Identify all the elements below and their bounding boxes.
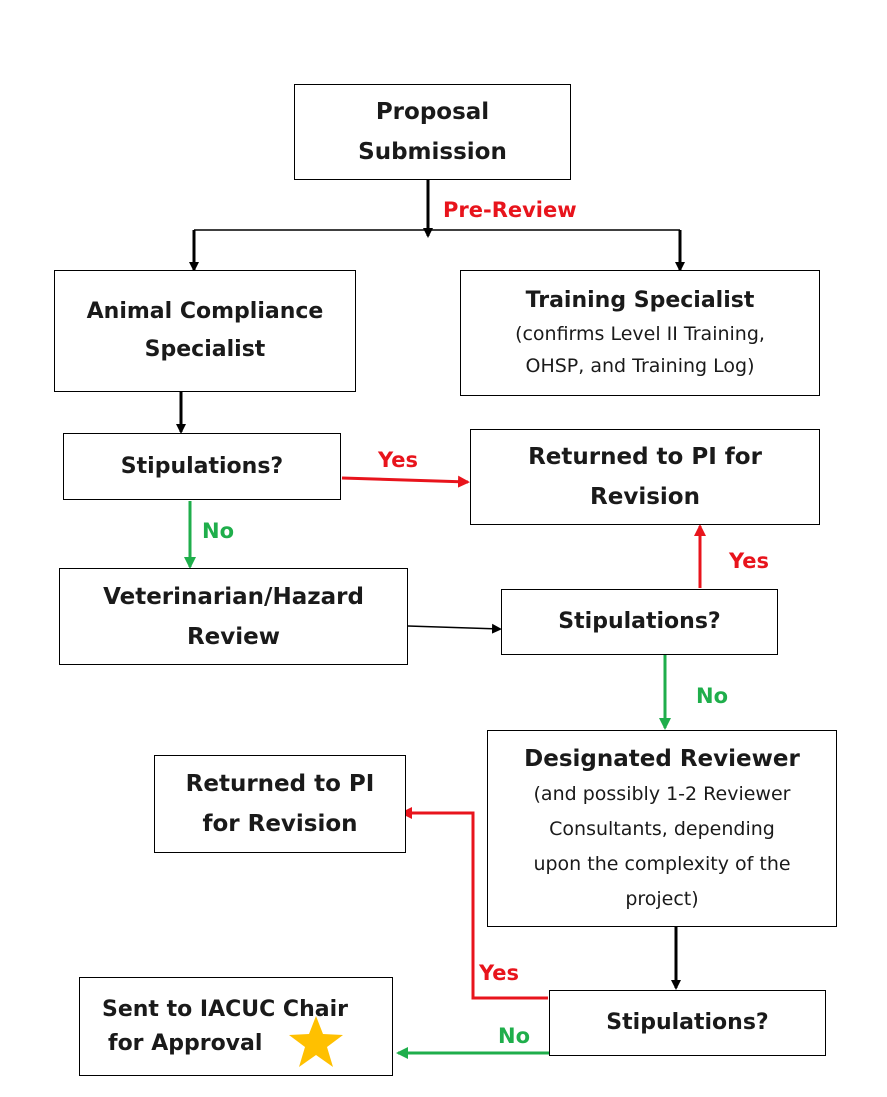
returned1-line2: Revision [590, 484, 700, 510]
proposal-line1: Proposal [375, 99, 490, 125]
proposal-line2: Submission [358, 139, 507, 165]
arrow-stip3-yes [400, 807, 548, 1000]
chair-line1: Sent to IACUC Chair [102, 996, 348, 1022]
chair-line2: for Approval [108, 1030, 263, 1056]
training-sub2: OHSP, and Training Log) [525, 355, 755, 377]
label-no-1: No [202, 519, 235, 543]
label-yes-1: Yes [378, 448, 419, 472]
training-sub1: (confirms Level II Training, [515, 323, 765, 345]
label-no-2: No [696, 684, 729, 708]
training-specialist-box: Training Specialist (confirms Level II T… [460, 270, 820, 396]
arrow-vet-stip2 [407, 623, 502, 634]
designated-sub1: (and possibly 1-2 Reviewer [533, 782, 791, 805]
designated-reviewer-box: Designated Reviewer (and possibly 1-2 Re… [487, 730, 837, 927]
returned-pi-box-1: Returned to PI for Revision [470, 429, 820, 525]
designated-title: Designated Reviewer [524, 745, 800, 772]
stipulations-box-2: Stipulations? [501, 589, 778, 655]
returned1-line1: Returned to PI for [528, 444, 762, 470]
training-title: Training Specialist [525, 288, 755, 313]
proposal-box: Proposal Submission [294, 84, 571, 180]
veterinarian-box: Veterinarian/Hazard Review [59, 568, 408, 665]
stip2-text: Stipulations? [558, 609, 721, 634]
label-prereview: Pre-Review [443, 198, 577, 222]
star-icon [289, 1016, 343, 1067]
vet-line1: Veterinarian/Hazard [103, 583, 364, 610]
designated-sub3: upon the complexity of the [533, 852, 791, 875]
iacuc-chair-box: Sent to IACUC Chair for Approval [79, 977, 393, 1076]
stipulations-box-1: Stipulations? [63, 433, 341, 500]
stip3-text: Stipulations? [606, 1010, 769, 1035]
returned2-line2: for Revision [202, 811, 358, 837]
animal-compliance-box: Animal Compliance Specialist [54, 270, 356, 392]
stip1-text: Stipulations? [120, 453, 284, 479]
designated-sub2: Consultants, depending [549, 817, 775, 840]
label-yes-2: Yes [729, 549, 770, 573]
label-no-3: No [498, 1024, 531, 1048]
designated-sub4: project) [625, 887, 699, 910]
arrow-stip1-yes [341, 475, 470, 488]
returned2-line1: Returned to PI [185, 771, 375, 797]
label-yes-3: Yes [479, 961, 520, 985]
animal-line1: Animal Compliance [86, 299, 324, 324]
stipulations-box-3: Stipulations? [549, 990, 826, 1056]
animal-line2: Specialist [144, 337, 266, 362]
returned-pi-box-2: Returned to PI for Revision [154, 755, 406, 853]
vet-line2: Review [186, 623, 281, 650]
